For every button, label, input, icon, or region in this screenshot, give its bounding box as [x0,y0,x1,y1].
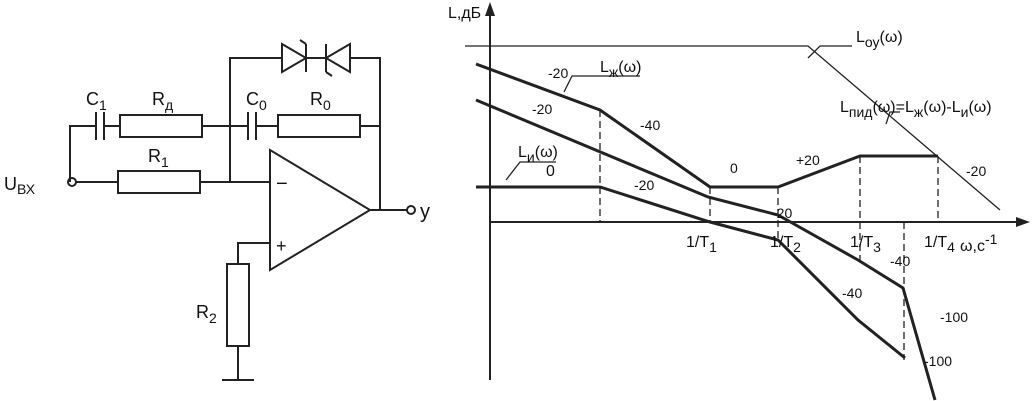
slope-label-12: -100 [924,353,952,369]
l-i-leader [505,161,556,181]
y-axis-label: L,дБ [448,5,481,22]
slope-label-9: -40 [890,253,910,269]
slope-label-6: -20 [966,163,986,179]
x-axis-label: ω,с-1 [960,231,998,255]
slope-label-11: -100 [940,309,968,325]
slope-label-8: -20 [772,205,792,221]
l-zh-curve [475,62,938,189]
slope-label-7: -20 [634,177,654,193]
l-pid-leader [885,111,900,125]
l-i-curve [475,98,937,401]
tick-1-over-t3: 1/T3 [850,234,881,255]
y-axis-arrow [485,2,495,16]
slope-label-1: -20 [548,65,568,81]
r2-resistor [226,263,250,347]
c1-branch-wire [69,125,86,182]
output-terminal [406,205,416,215]
rd-label: Rд [152,89,173,113]
l-i-zero-label: 0 [546,163,555,180]
r1-label: R1 [148,146,169,170]
slope-label-10: -40 [842,285,862,301]
bode-graph: L,дБ ω,с-1 1/T1 1/T2 1/T3 1/T4 Lоу(ω) Lж… [448,2,1030,401]
tick-1-over-t2: 1/T2 [770,234,801,255]
slope-label-3: -40 [640,117,660,133]
l-zh-label: Lж(ω) [600,59,641,80]
tick-1-over-t4: 1/T4 [924,234,955,255]
r0-label: R0 [310,89,331,113]
l-pid-label: Lпид(ω)=Lж(ω)-Lи(ω) [840,99,992,120]
input-label: UВХ [4,174,36,197]
c1-label: C1 [86,89,107,113]
zener-diode-right [324,42,351,74]
zener-diode-left [281,42,308,74]
r1-resistor [117,170,201,194]
l-zh-leader [563,75,640,93]
l-pid-lower-curve [476,185,906,360]
c0-label: C0 [246,89,267,113]
r0-resistor [277,114,361,138]
plus-sign: + [276,236,287,256]
minus-sign: − [276,173,288,195]
slope-label-5: +20 [796,152,820,168]
r2-label: R2 [196,302,217,326]
op-amp [269,148,372,272]
l-oy-label: Lоу(ω) [856,29,903,50]
slope-label-4: 0 [730,160,738,176]
tick-1-over-t1: 1/T1 [686,234,717,255]
slope-label-2: -20 [532,101,552,117]
x-axis-arrow [1016,217,1030,227]
l-oy-leader [807,45,852,59]
l-i-label: Lи(ω) [518,144,558,165]
pid-circuit: UВХ y C1 Rд C0 R0 R1 R2 − + [4,39,430,381]
output-label: y [420,201,430,223]
rd-resistor [119,114,203,138]
